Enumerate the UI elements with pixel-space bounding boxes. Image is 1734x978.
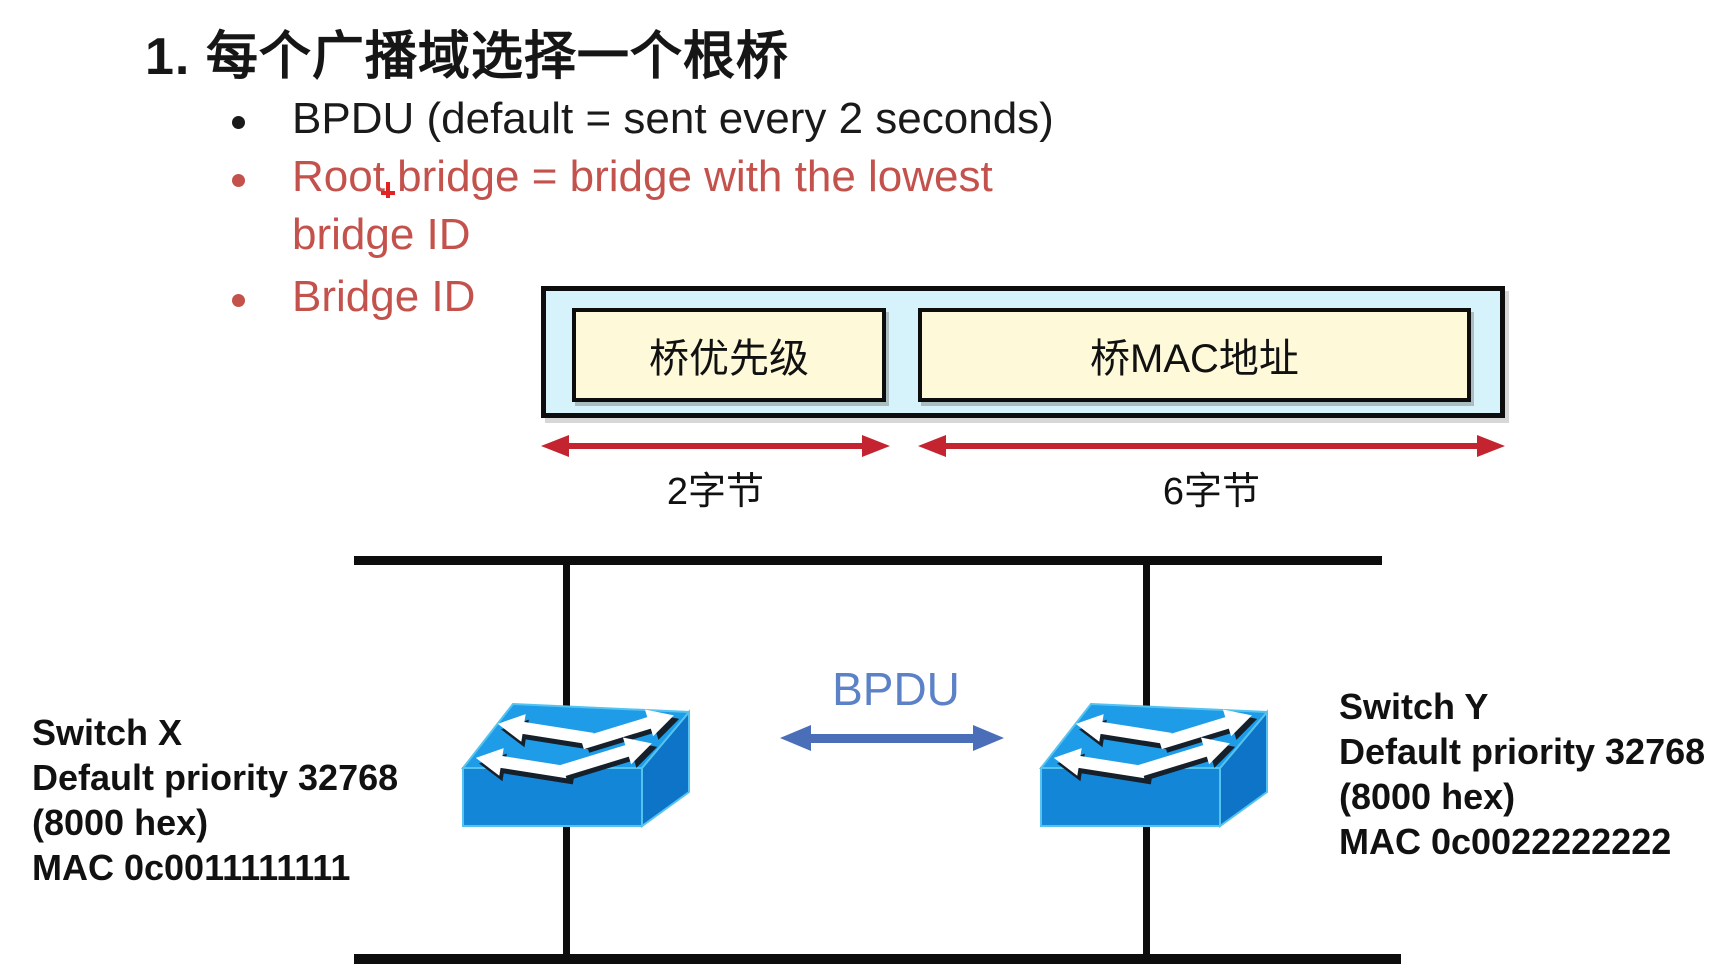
- bullet-root-bridge-line2: bridge ID: [292, 210, 471, 259]
- switch-y-priority: Default priority 32768: [1339, 731, 1706, 772]
- switch-y-icon: [1038, 702, 1268, 828]
- bullet-root-bridge-line1: Root bridge = bridge with the lowest: [292, 152, 993, 201]
- bridge-priority-label: 桥优先级: [649, 337, 809, 381]
- bridge-mac-label: 桥MAC地址: [1090, 337, 1299, 381]
- switch-x-name: Switch X: [32, 712, 183, 753]
- two-byte-span-arrow: [541, 435, 890, 457]
- cursor-artifact: [381, 182, 395, 198]
- switch-x-icon: [460, 702, 690, 828]
- switch-y-info: Switch Y Default priority 32768 (8000 he…: [1339, 684, 1705, 864]
- bottom-segment-bus: [354, 954, 1401, 964]
- six-byte-span-arrow: [918, 435, 1505, 457]
- top-segment-bus: [354, 556, 1382, 565]
- bpdu-exchange-arrow: [780, 725, 1004, 751]
- switch-x-info: Switch X Default priority 32768 (8000 he…: [32, 710, 398, 890]
- bpdu-label: BPDU: [832, 663, 960, 715]
- switch-y-name: Switch Y: [1339, 686, 1489, 727]
- two-byte-label: 2字节: [666, 471, 765, 513]
- bullet-bridge-id: Bridge ID: [292, 272, 476, 321]
- slide-title: 1. 每个广播域选择一个根桥: [145, 28, 789, 86]
- bridge-priority-field: 桥优先级: [572, 308, 886, 402]
- switch-x-priority-hex: (8000 hex): [32, 802, 209, 843]
- bullet-dot: [232, 116, 245, 129]
- switch-y-priority-hex: (8000 hex): [1339, 776, 1516, 817]
- switch-y-mac: MAC 0c0022222222: [1339, 821, 1672, 862]
- bridge-mac-field: 桥MAC地址: [918, 308, 1471, 402]
- bullet-bpdu: BPDU (default = sent every 2 seconds): [292, 94, 1054, 143]
- six-byte-label: 6字节: [1162, 471, 1261, 513]
- bullet-dot: [232, 174, 245, 187]
- switch-x-mac: MAC 0c0011111111: [32, 847, 351, 888]
- switch-x-priority: Default priority 32768: [32, 757, 399, 798]
- bullet-dot: [232, 294, 245, 307]
